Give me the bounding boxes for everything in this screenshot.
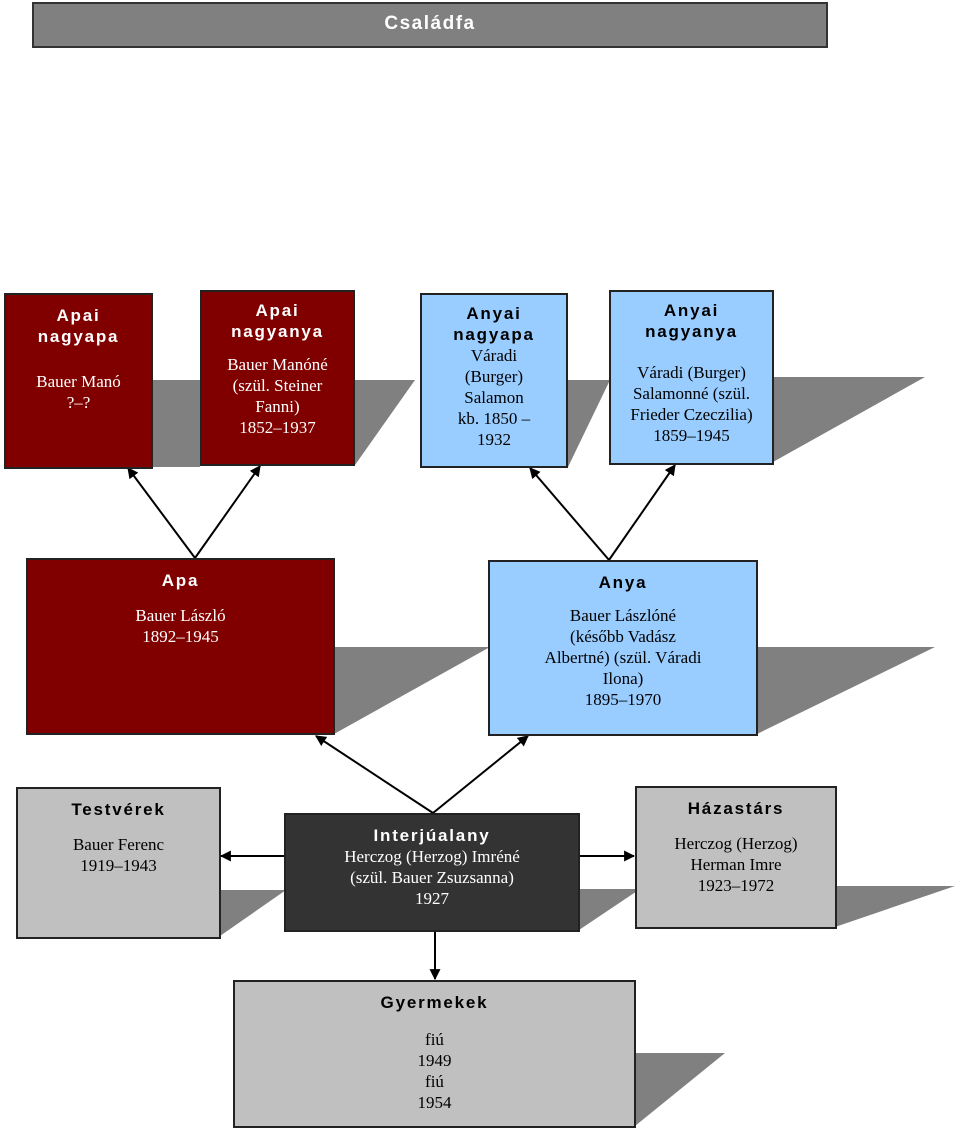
child-1-dates: 1949 — [417, 1051, 452, 1070]
father-label: Apa — [161, 571, 200, 590]
mother-label: Anya — [598, 573, 648, 592]
child-2-name: fiú — [425, 1072, 444, 1091]
maternal-grandmother-dates: 1859–1945 — [653, 426, 730, 445]
interviewee-label: Interjúalany — [373, 826, 491, 845]
shadow-children — [635, 1053, 725, 1126]
interviewee-name: Herczog (Herzog) Imréné (szül. Bauer Zsu… — [344, 847, 520, 887]
interviewee-box: Interjúalany Herczog (Herzog) Imréné (sz… — [284, 813, 580, 932]
maternal-grandmother-name: Váradi (Burger) Salamonné (szül. Frieder… — [630, 363, 753, 424]
mother-dates: 1895–1970 — [584, 690, 662, 709]
paternal-grandfather-box: Apai nagyapa Bauer Manó ?–? — [4, 293, 153, 469]
child-2-dates: 1954 — [417, 1093, 452, 1112]
paternal-grandmother-label: Apai nagyanya — [231, 301, 324, 341]
arrow-to-maternal-grandfather — [529, 467, 610, 561]
arrow-to-maternal-grandmother — [608, 464, 676, 561]
box-shadows — [153, 377, 955, 1126]
spouse-label: Házastárs — [687, 799, 785, 818]
maternal-grandfather-dates: kb. 1850 – 1932 — [457, 409, 531, 449]
maternal-grandfather-box: Anyai nagyapa Váradi (Burger) Salamon kb… — [420, 293, 568, 468]
shadow-mother — [757, 647, 935, 734]
spouse-name: Herczog (Herzog) Herman Imre — [674, 834, 798, 874]
paternal-grandmother-box: Apai nagyanya Bauer Manóné (szül. Steine… — [200, 290, 355, 466]
page-title: Családfa — [32, 2, 828, 48]
shadow-interviewee — [579, 889, 640, 930]
maternal-grandmother-label: Anyai nagyanya — [645, 301, 738, 341]
father-box: Apa Bauer László 1892–1945 — [26, 558, 335, 735]
mother-box: Anya Bauer Lászlóné (később Vadász Alber… — [488, 560, 758, 736]
spouse-box: Házastárs Herczog (Herzog) Herman Imre 1… — [635, 786, 837, 929]
siblings-box: Testvérek Bauer Ferenc 1919–1943 — [16, 787, 221, 939]
paternal-grandfather-dates: ?–? — [66, 393, 91, 412]
father-dates: 1892–1945 — [142, 627, 219, 646]
spouse-dates: 1923–1972 — [697, 876, 775, 895]
interviewee-dates: 1927 — [415, 889, 449, 908]
child-1-name: fiú — [425, 1030, 444, 1049]
children-label: Gyermekek — [380, 993, 489, 1012]
paternal-grandmother-name: Bauer Manóné (szül. Steiner Fanni) — [227, 355, 328, 416]
maternal-grandfather-label: Anyai nagyapa — [453, 304, 535, 344]
mother-name: Bauer Lászlóné (később Vadász Albertné) … — [544, 606, 702, 688]
shadow-paternal-grandmother — [355, 380, 415, 465]
shadow-paternal-grandfather — [153, 380, 200, 467]
paternal-grandfather-label: Apai nagyapa — [37, 306, 120, 346]
arrow-to-mother — [432, 735, 529, 814]
children-box: Gyermekek fiú 1949 fiú 1954 — [233, 980, 636, 1128]
maternal-grandmother-box: Anyai nagyanya Váradi (Burger) Salamonné… — [609, 290, 774, 465]
shadow-maternal-grandmother — [773, 377, 925, 462]
arrow-to-paternal-grandfather — [127, 467, 196, 559]
arrow-to-father — [315, 735, 434, 814]
maternal-grandfather-name: Váradi (Burger) Salamon — [464, 346, 524, 407]
siblings-label: Testvérek — [71, 800, 166, 819]
arrow-to-paternal-grandmother — [194, 465, 261, 559]
siblings-dates: 1919–1943 — [80, 856, 157, 875]
shadow-spouse — [835, 886, 955, 927]
siblings-name: Bauer Ferenc — [72, 835, 165, 854]
shadow-father — [334, 647, 490, 734]
paternal-grandmother-dates: 1852–1937 — [239, 418, 316, 437]
father-name: Bauer László — [135, 606, 226, 625]
shadow-siblings — [220, 890, 286, 936]
shadow-maternal-grandfather — [568, 380, 610, 467]
paternal-grandfather-name: Bauer Manó — [36, 372, 121, 391]
connector-lines — [127, 464, 676, 981]
